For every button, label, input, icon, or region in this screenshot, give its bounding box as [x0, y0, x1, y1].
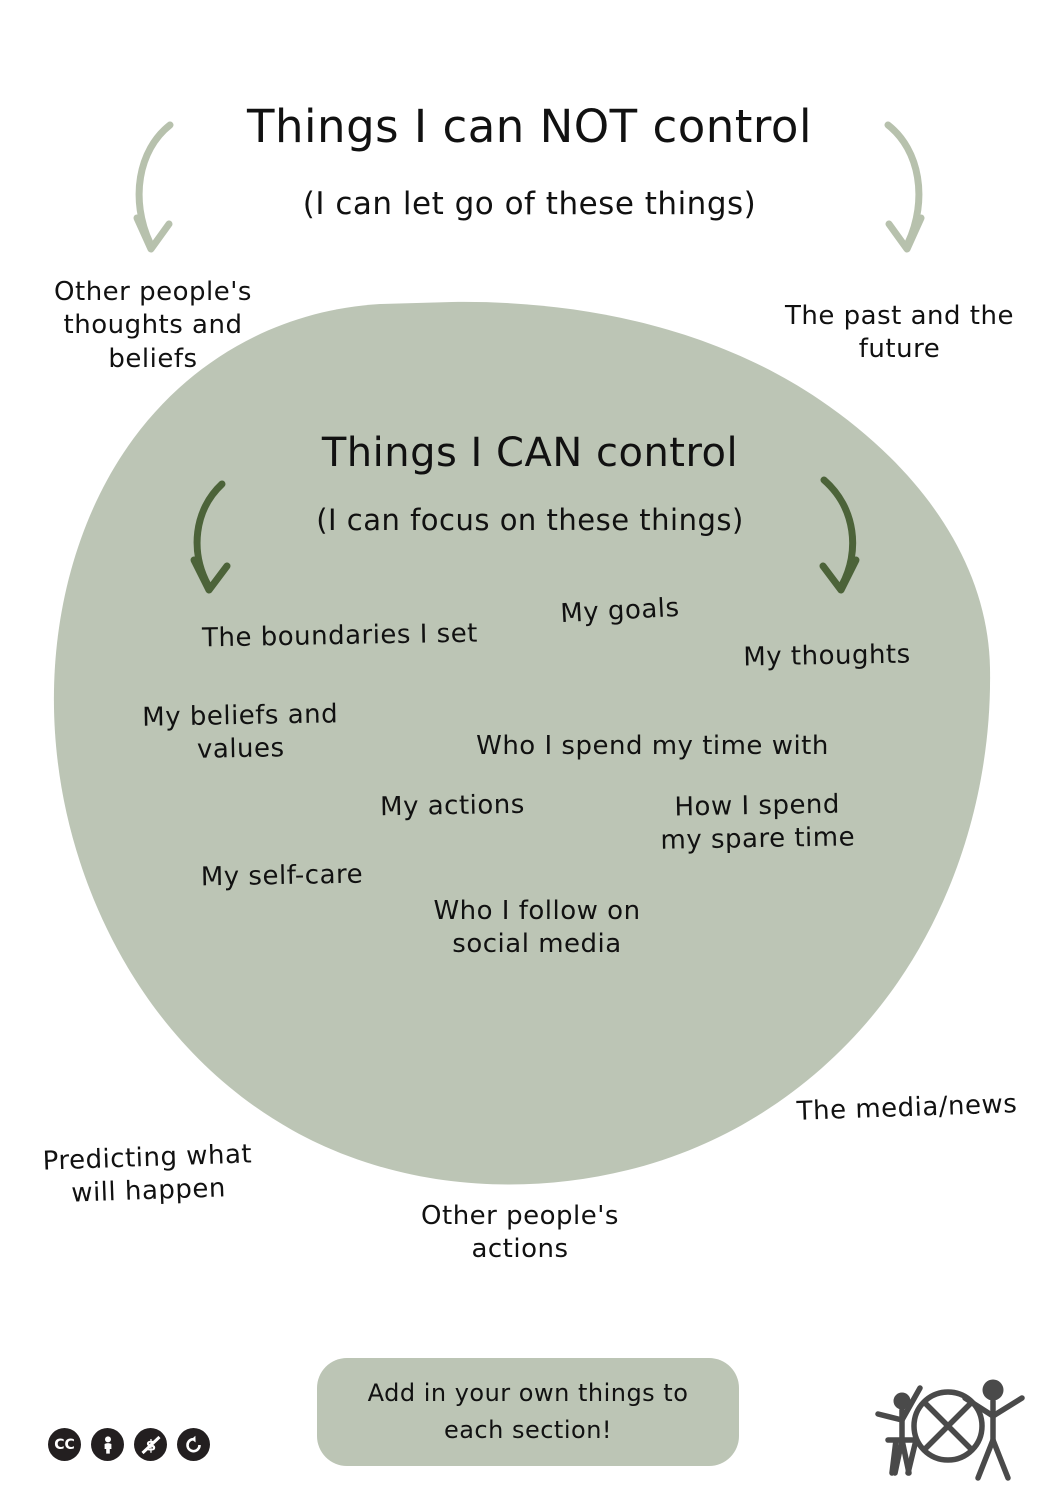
cc-nc-icon[interactable]: $ — [134, 1428, 167, 1461]
add-your-own-callout: Add in your own things to each section! — [317, 1358, 739, 1466]
cannot-control-item-0: Other people's thoughts and beliefs — [54, 277, 252, 374]
can-control-item-3: My beliefs and values — [141, 699, 339, 766]
cannot-control-item-1: The past and the future — [785, 301, 1014, 365]
can-control-item-7: My self-care — [200, 859, 364, 893]
people-and-circled-x-logo-icon — [875, 1379, 1025, 1481]
outer-section-subtitle: (I can let go of these things) — [302, 186, 757, 222]
add-your-own-callout-text: Add in your own things to each section! — [367, 1378, 689, 1444]
can-control-item-1: My goals — [559, 592, 681, 630]
can-control-item-6: How I spend my spare time — [660, 789, 856, 856]
inner-section-subtitle: (I can focus on these things) — [316, 503, 744, 537]
cannot-control-item-3: Predicting what will happen — [42, 1139, 253, 1209]
can-control-item-4: Who I spend my time with — [476, 731, 829, 761]
can-control-item-5: My actions — [379, 789, 526, 823]
cc-badge-icon[interactable]: CC — [48, 1428, 81, 1461]
can-control-item-8: Who I follow on social media — [433, 896, 641, 960]
cannot-control-item-4: Other people's actions — [421, 1201, 619, 1265]
cc-sa-icon[interactable] — [177, 1428, 210, 1461]
can-control-item-2: My thoughts — [743, 639, 911, 673]
cc-by-icon[interactable] — [91, 1428, 124, 1461]
inner-section-title: Things I CAN control — [321, 430, 739, 476]
can-control-item-0: The boundaries I set — [201, 618, 479, 654]
license-badges: CC $ — [48, 1428, 210, 1461]
cannot-control-item-2: The media/news — [796, 1089, 1018, 1127]
outer-section-title: Things I can NOT control — [247, 100, 812, 153]
organisation-logo — [862, 1368, 1027, 1483]
